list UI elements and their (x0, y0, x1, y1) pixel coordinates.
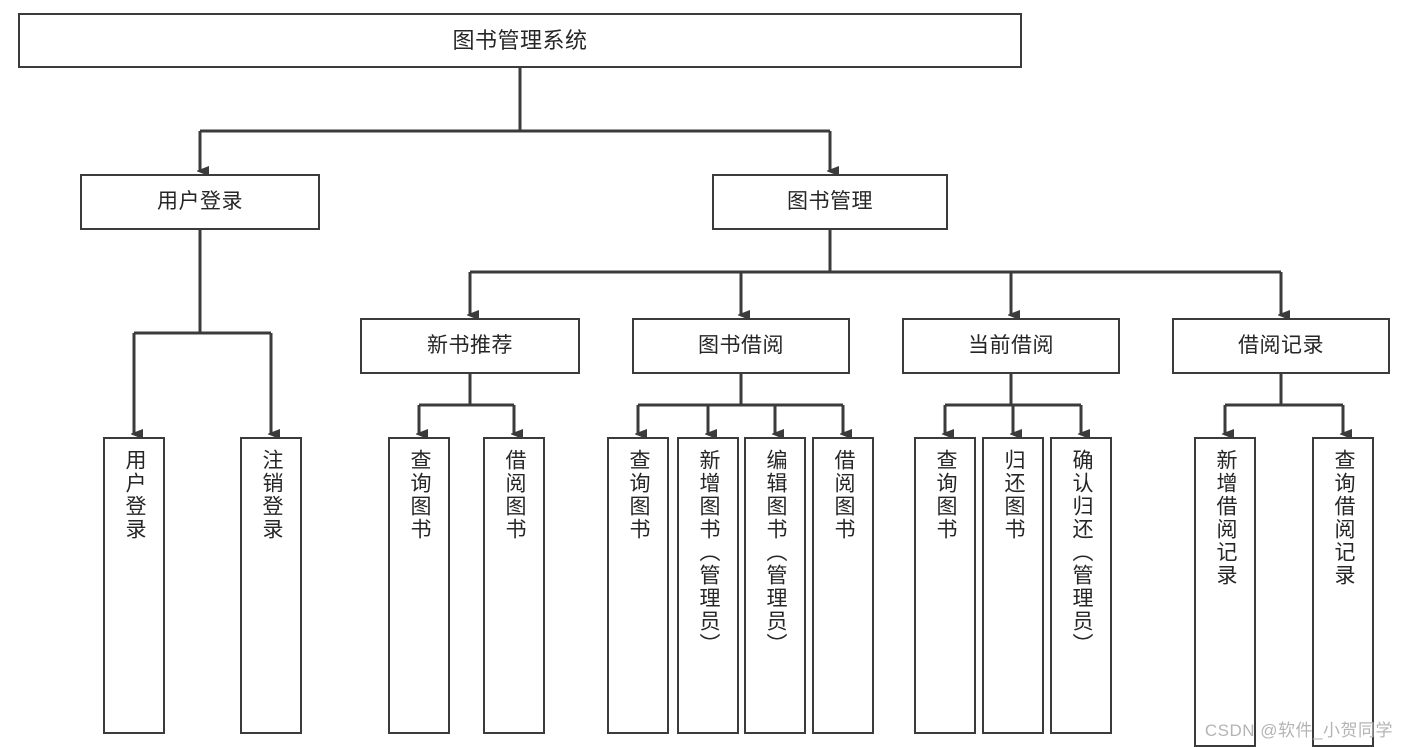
node-label-borrow: 图书借阅 (698, 333, 784, 357)
node-label-leaf-rec-1: 新增借阅记录 (1214, 449, 1238, 587)
node-login[interactable]: 用户登录 (80, 174, 320, 230)
node-label-leaf-new-2: 借阅图书 (503, 449, 527, 541)
node-label-leaf-borrow-3: 编辑图书（管理员） (764, 449, 788, 656)
node-label-leaf-login-1: 用户登录 (123, 449, 147, 541)
node-leaf-borrow-2[interactable]: 新增图书（管理员） (677, 437, 739, 734)
node-label-login: 用户登录 (157, 189, 243, 213)
csdn-watermark: CSDN @软件_小贺同学 (1204, 721, 1393, 740)
node-label-leaf-borrow-2: 新增图书（管理员） (697, 449, 721, 656)
node-current[interactable]: 当前借阅 (902, 318, 1120, 374)
node-label-leaf-rec-2: 查询借阅记录 (1332, 449, 1356, 587)
node-leaf-borrow-1[interactable]: 查询图书 (607, 437, 669, 734)
node-label-newbook: 新书推荐 (427, 333, 513, 357)
node-label-records: 借阅记录 (1238, 333, 1324, 357)
node-newbook[interactable]: 新书推荐 (360, 318, 580, 374)
node-label-leaf-cur-2: 归还图书 (1002, 449, 1026, 541)
node-leaf-rec-2[interactable]: 查询借阅记录 (1312, 437, 1374, 747)
node-root[interactable]: 图书管理系统 (18, 13, 1022, 68)
node-label-leaf-borrow-4: 借阅图书 (832, 449, 856, 541)
node-leaf-cur-2[interactable]: 归还图书 (982, 437, 1044, 734)
node-leaf-rec-1[interactable]: 新增借阅记录 (1194, 437, 1256, 747)
node-borrow[interactable]: 图书借阅 (632, 318, 850, 374)
node-leaf-login-1[interactable]: 用户登录 (103, 437, 165, 734)
node-label-leaf-login-2: 注销登录 (260, 449, 284, 541)
node-label-root: 图书管理系统 (452, 27, 588, 53)
node-leaf-new-2[interactable]: 借阅图书 (483, 437, 545, 734)
node-leaf-cur-3[interactable]: 确认归还（管理员） (1050, 437, 1112, 734)
node-label-leaf-new-1: 查询图书 (408, 449, 432, 541)
node-leaf-new-1[interactable]: 查询图书 (388, 437, 450, 734)
node-label-leaf-cur-1: 查询图书 (934, 449, 958, 541)
node-leaf-borrow-3[interactable]: 编辑图书（管理员） (744, 437, 806, 734)
connector-lines (134, 68, 1343, 434)
node-label-leaf-borrow-1: 查询图书 (627, 449, 651, 541)
node-leaf-cur-1[interactable]: 查询图书 (914, 437, 976, 734)
node-records[interactable]: 借阅记录 (1172, 318, 1390, 374)
node-label-bookmgmt: 图书管理 (787, 189, 873, 213)
node-label-current: 当前借阅 (968, 333, 1054, 357)
node-bookmgmt[interactable]: 图书管理 (712, 174, 948, 230)
node-label-leaf-cur-3: 确认归还（管理员） (1070, 449, 1094, 656)
node-leaf-borrow-4[interactable]: 借阅图书 (812, 437, 874, 734)
node-leaf-login-2[interactable]: 注销登录 (240, 437, 302, 734)
